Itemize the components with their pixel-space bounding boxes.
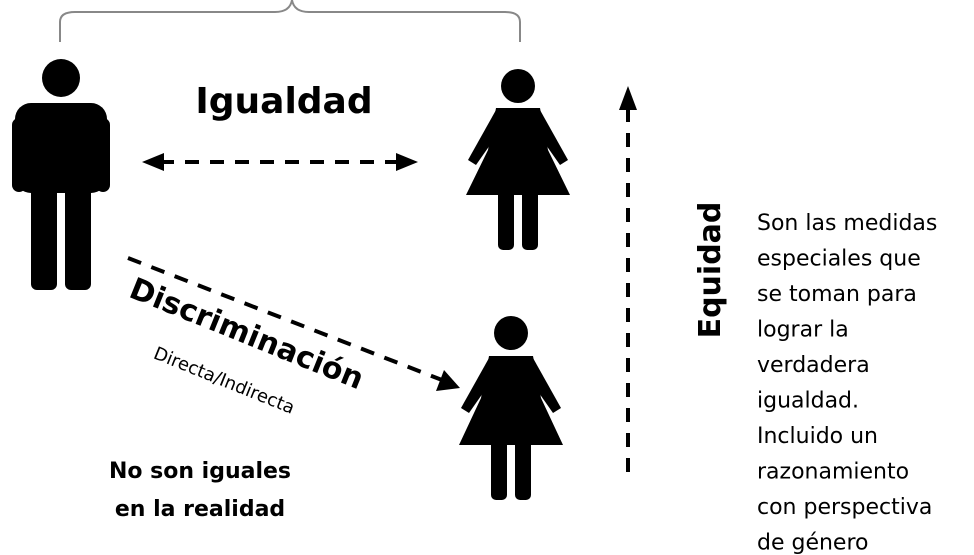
description-line: con perspectiva — [757, 495, 932, 520]
description-line: Son las medidas — [757, 211, 937, 236]
not-equal-line1: No son iguales — [109, 459, 291, 484]
equity-description: Son las medidas especiales que se toman pa… — [757, 211, 937, 555]
equity-label: Equidad — [693, 202, 728, 339]
description-line: especiales que — [757, 247, 921, 272]
description-line: razonamiento — [757, 460, 909, 485]
top-bracket — [59, 0, 521, 42]
description-line: Incluido un — [757, 424, 878, 449]
equality-label: Igualdad — [195, 81, 372, 122]
equality-arrow — [142, 153, 418, 171]
equity-arrow — [619, 86, 637, 472]
description-line: de género — [757, 531, 869, 555]
not-equal-line2: en la realidad — [115, 497, 285, 522]
discrimination-arrow — [127, 256, 460, 391]
woman-bottom-icon — [459, 316, 563, 500]
description-line: se toman para — [757, 282, 917, 307]
description-line: verdadera — [757, 353, 870, 378]
woman-top-icon — [466, 69, 570, 250]
description-line: igualdad. — [757, 389, 859, 414]
man-arm-left — [12, 118, 26, 192]
man-icon — [15, 59, 107, 290]
man-arm-right — [96, 118, 110, 192]
description-line: lograr la — [757, 318, 849, 343]
